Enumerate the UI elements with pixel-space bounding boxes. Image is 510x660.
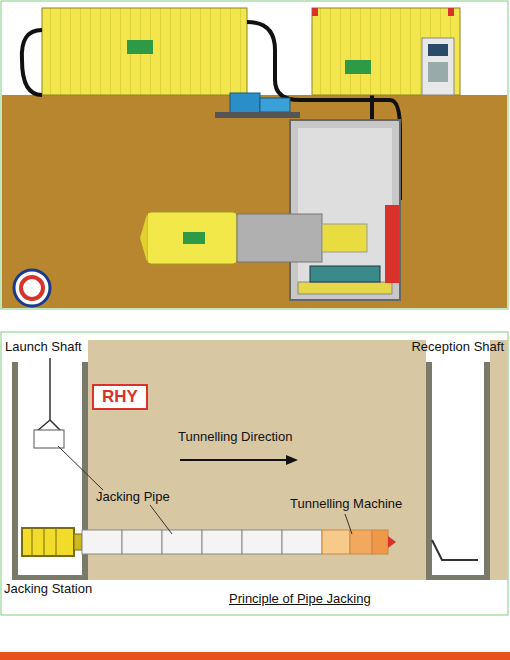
logo-box: RHY (92, 384, 148, 410)
shaft-label: Reception Shaft (411, 340, 504, 355)
logo-text: RHY (102, 387, 138, 407)
caption: Principle of Pipe Jacking (229, 592, 371, 607)
direction-label: Tunnelling Direction (178, 430, 292, 445)
part-label: Jacking Pipe (96, 490, 170, 505)
part-label: Tunnelling Machine (290, 497, 402, 512)
part-label: Jacking Station (4, 582, 92, 597)
shaft-label: Launch Shaft (5, 340, 82, 355)
